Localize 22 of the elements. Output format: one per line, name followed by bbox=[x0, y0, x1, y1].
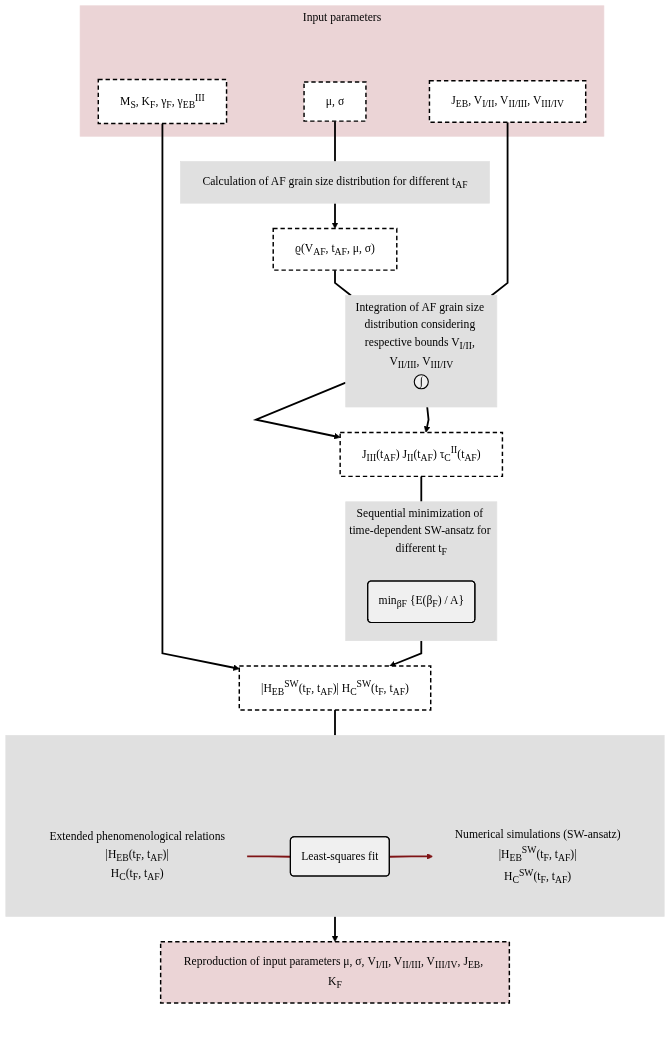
arrow bbox=[389, 639, 423, 667]
node-circle: ∫ bbox=[413, 374, 429, 390]
node-box: |H$_{EB}$$^{SW}$(t$_{F}$, t$_{AF}$)| H$_{C}$$^{SW}$(t$_{F}$, t$_{AF}$) bbox=[238, 665, 432, 711]
arrow bbox=[331, 202, 339, 229]
node-box: J$_{III}$(t$_{AF}$) J$_{II}$(t$_{AF}$) τ$_{C}$$^{II}$(t$_{AF}$) bbox=[339, 431, 504, 478]
connector bbox=[334, 120, 336, 163]
connector bbox=[334, 709, 336, 737]
cluster bbox=[5, 735, 665, 917]
arrow bbox=[423, 406, 431, 433]
connector bbox=[334, 269, 352, 297]
connector bbox=[420, 475, 423, 503]
arrow bbox=[331, 915, 339, 943]
node-text: Extended phenomenological relations |H$_{EB}$(t$_{F}$, t$_{AF}$)| H$_{C}$(t$_{F}$, t$_{AF}$) bbox=[49, 830, 225, 883]
node-box: ϱ(V$_{AF}$, t$_{AF}$, μ, σ) bbox=[272, 227, 398, 271]
node-box: J$_{EB}$, V$_{I/II}$, V$_{II/III}$, V$_{III/IV}$ bbox=[428, 80, 587, 123]
connector bbox=[490, 121, 509, 297]
arrow bbox=[161, 122, 240, 671]
node-box: Calculation of AF grain size distribution for different t$_{AF}$ bbox=[180, 161, 490, 204]
arrow bbox=[252, 381, 347, 440]
node-box: Reproduction of input parameters μ, σ, V$_{I/II}$, V$_{II/III}$, V$_{III/IV}$, J$_{EB}$, K$_{F}$ bbox=[159, 941, 511, 1004]
node-box: μ, σ bbox=[303, 81, 367, 122]
node-text: Numerical simulations (SW-ansatz) |H$_{EB}$$^{SW}$(t$_{F}$, t$_{AF}$)| H$_{C}$$^{SW}$(t$_{F}$, t$_{AF}$) bbox=[454, 827, 621, 886]
